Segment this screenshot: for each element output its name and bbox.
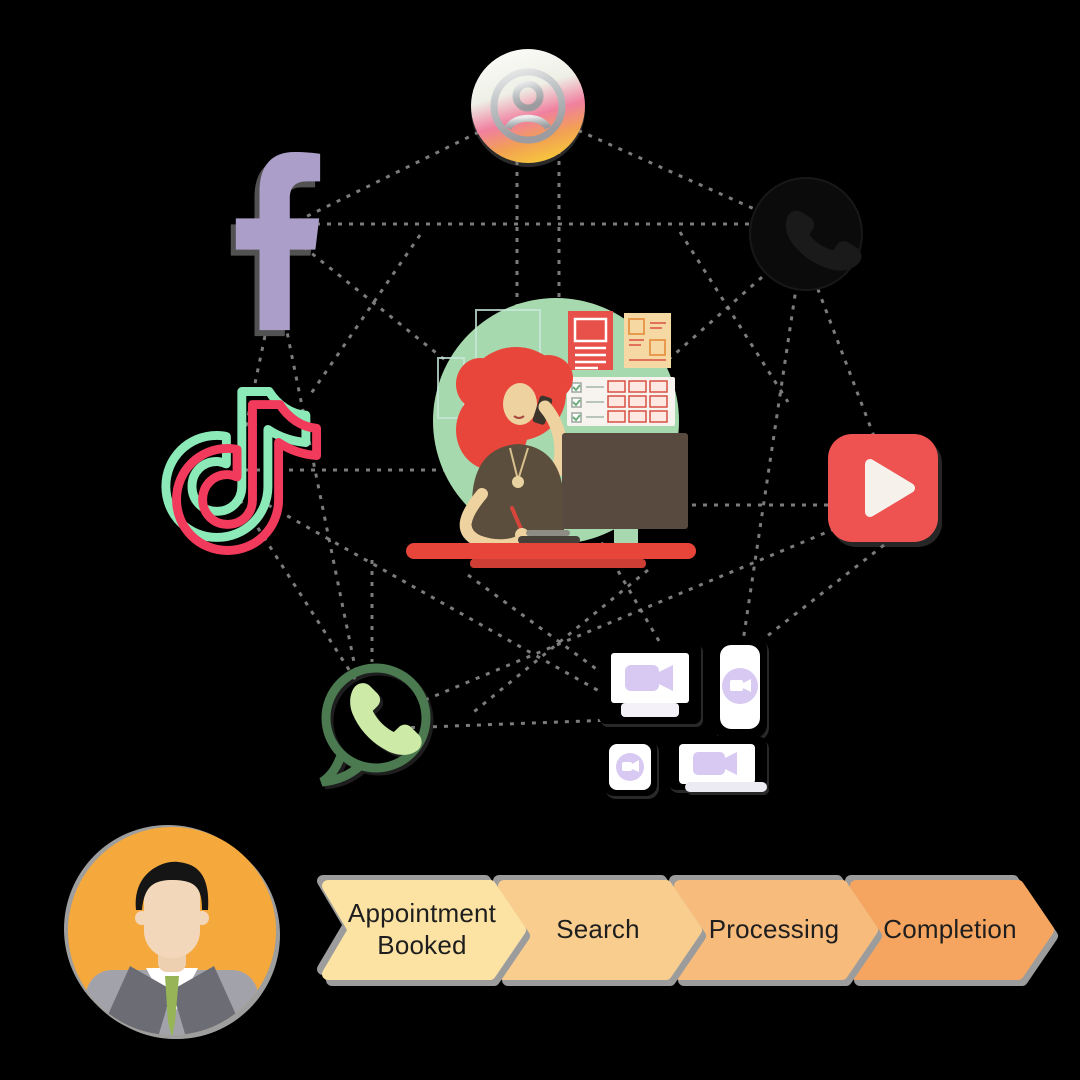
head [144, 870, 200, 958]
sticky-notes [624, 313, 671, 368]
tiktok-note-green [161, 387, 311, 542]
handset-icon [350, 683, 422, 755]
play-icon [865, 459, 915, 517]
phone-handset [785, 210, 862, 271]
woman [456, 347, 573, 560]
tie [165, 976, 179, 1035]
zoom-laptop [667, 736, 767, 792]
checklist-board [567, 377, 675, 426]
chevron-arrow [322, 880, 526, 980]
youtube-icon [828, 434, 938, 542]
chevron-arrow [850, 880, 1054, 980]
zoom-tv [599, 642, 701, 724]
phone-icon [749, 177, 863, 291]
smile [513, 415, 525, 419]
desk-shadow [470, 559, 646, 568]
step-label: Search [556, 914, 640, 945]
desk [406, 543, 696, 559]
chevron-arrow [498, 880, 702, 980]
tiktok-icon [161, 387, 322, 555]
zoom-phone-tall [713, 636, 767, 738]
graphics-tablet [518, 536, 580, 544]
step-completion: Completion [845, 875, 1058, 986]
step-appointment-booked: Appointment Booked [317, 875, 530, 986]
step-search: Search [493, 875, 706, 986]
contact-profile-icon [471, 49, 585, 163]
whatsapp-ring [321, 663, 431, 773]
tiktok-note-red [172, 400, 322, 555]
step-label: Completion [883, 914, 1017, 945]
whatsapp-icon [319, 663, 431, 787]
step-label: Processing [708, 914, 840, 945]
fringe [501, 372, 544, 384]
step-label: Appointment Booked [347, 898, 497, 960]
zoom-phone-small [603, 738, 657, 796]
whatsapp-bubble-tail [319, 753, 365, 787]
pendant [512, 476, 524, 488]
notepad [526, 530, 570, 536]
monitor [562, 433, 688, 529]
facebook-f [235, 152, 321, 331]
user-glyph [490, 68, 566, 144]
chevron-arrow [674, 880, 878, 980]
facebook-icon [235, 152, 321, 331]
right-arm [538, 400, 568, 477]
zoom-devices-icon [599, 636, 767, 796]
step-processing: Processing [669, 875, 882, 986]
avatar-hair [135, 861, 209, 910]
video-camera-glyph [693, 752, 737, 775]
face [503, 383, 537, 425]
wall-poster [568, 311, 613, 370]
call-center-illustration [406, 298, 696, 568]
video-camera-glyph [625, 665, 673, 691]
businessman-avatar [68, 827, 276, 1035]
